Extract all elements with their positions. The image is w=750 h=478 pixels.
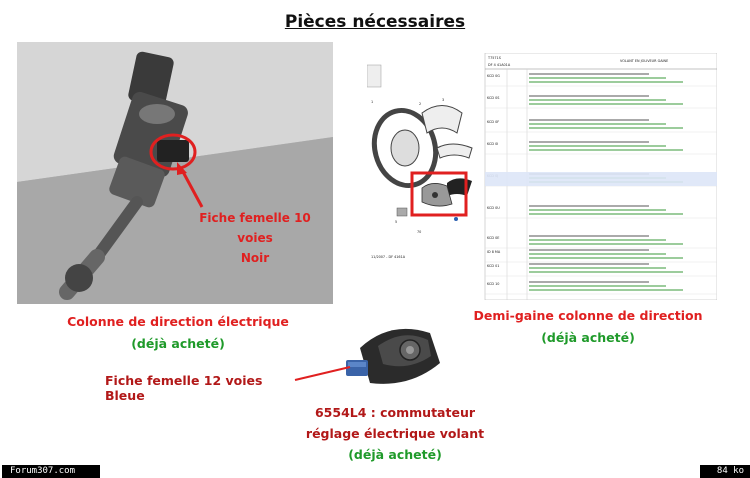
svg-text:3: 3 (442, 98, 444, 102)
forum-watermark: Forum307.com (2, 465, 100, 478)
svg-text:2: 2 (419, 102, 421, 106)
page-title: Pièces nécessaires (284, 12, 466, 32)
switch-photo (340, 318, 444, 398)
svg-text:1: 1 (371, 100, 373, 104)
colonne-status: (déjà acheté) (131, 336, 225, 351)
diagram-row-code: ID 8 MA (487, 250, 501, 254)
parts-catalog-diagram: 70 1 2 3 5 11/2007 - DF 4161A T7571S DF … (367, 53, 717, 300)
demi-gaine-label: Demi-gaine colonne de direction (473, 308, 703, 323)
fiche-10-voies-color: Noir (240, 251, 270, 265)
svg-text:70: 70 (417, 230, 421, 234)
steering-column-photo (17, 42, 333, 304)
diagram-row-code: KCD 0G (487, 74, 500, 78)
diagram-row-code: KCD 0I (487, 142, 498, 146)
fiche-12-voies-label: Fiche femelle 12 voies Bleue (105, 373, 263, 403)
diagram-row-code: KCD 0S (487, 96, 499, 100)
fiche-12-arrow (294, 366, 351, 381)
diagram-row-code: KCD 0U (487, 206, 500, 210)
svg-text:5: 5 (395, 220, 397, 224)
commutateur-status: (déjà acheté) (348, 447, 442, 462)
diagram-header-ref: DF 4 41A01A (488, 63, 511, 67)
commutateur-ref: 6554L4 : commutateur (314, 405, 476, 420)
fiche-10-voies-label: Fiche femelle 10 voies (199, 211, 311, 245)
colonne-label: Colonne de direction électrique (67, 314, 289, 329)
demi-gaine-status: (déjà acheté) (541, 330, 635, 345)
diagram-header-title: VOLANT EN JOLIVEUR GAINE (620, 59, 668, 63)
diagram-row-code: KCD 0E (487, 236, 499, 240)
diagram-row-code: KCD 0F (487, 120, 499, 124)
commutateur-desc: réglage électrique volant (305, 426, 485, 441)
diagram-row-code: KCD 01 (487, 264, 499, 268)
diagram-header-code: T7571S (487, 56, 501, 60)
diagram-ref: 11/2007 - DF 4161A (371, 255, 406, 259)
diagram-row-code: KCD 10 (487, 282, 499, 286)
file-size-badge: 84 ko (700, 465, 750, 478)
